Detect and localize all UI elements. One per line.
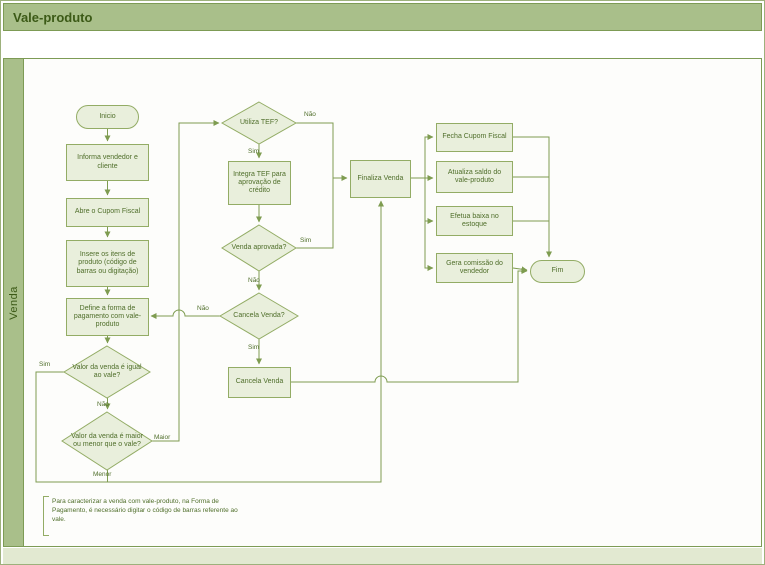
page-title: Vale-produto [13, 9, 93, 25]
node-fecha-cupom: Fecha Cupom Fiscal [436, 123, 513, 152]
edge-label-cancela-nao: Não [197, 305, 209, 312]
node-efetua-baixa: Efetua baixa no estoque [436, 206, 513, 236]
edge-label-cancela-sim: Sim [248, 344, 260, 351]
node-define-pagamento: Define a forma de pagamento com vale-pro… [66, 298, 149, 336]
edge-cancelaq-nao-define [150, 309, 220, 319]
edge-valormaior-maior-utiliza [152, 120, 220, 442]
diagram-title-bar: Vale-produto [3, 3, 762, 31]
edge-aprovada-sim-finaliza [296, 178, 334, 249]
node-valor-maior-label: Valor da venda é maior ou menor que o va… [71, 432, 143, 448]
node-cancela-venda-q-shape [219, 292, 299, 340]
node-atualiza-saldo: Atualiza saldo do vale-produto [436, 161, 513, 193]
node-cancela-venda-q-label: Cancela Venda? [233, 311, 285, 319]
edge-label-menor: Menor [93, 471, 112, 478]
edge-valorigual-sim-finaliza [35, 200, 384, 483]
edge-label-igual-nao: Não [97, 401, 109, 408]
edge-fecha-fim [513, 136, 552, 258]
annotation-bracket [43, 496, 49, 536]
lane-label-strip: Venda [4, 59, 24, 546]
node-finaliza-venda: Finaliza Venda [350, 160, 411, 198]
edge-utiliza-nao-finaliza [296, 122, 348, 181]
edge-cancela-fim [291, 268, 528, 383]
node-informa-vendedor: Informa vendedor e cliente [66, 144, 149, 181]
node-valor-igual-label: Valor da venda é igual ao vale? [72, 363, 142, 379]
node-cancela-venda: Cancela Venda [228, 367, 291, 398]
edge-label-aprovada-sim: Sim [300, 237, 312, 244]
node-valor-maior-shape [61, 411, 153, 471]
node-abre-cupom: Abre o Cupom Fiscal [66, 198, 149, 227]
edge-finaliza-efetua [424, 178, 434, 224]
edge-label-igual-sim: Sim [39, 361, 51, 368]
edge-finaliza-fecha [410, 134, 434, 179]
edge-label-maior: Maior [154, 434, 171, 441]
node-gera-comissao: Gera comissão do vendedor [436, 253, 513, 283]
node-integra-tef: Integra TEF para aprovação de crédito [228, 161, 291, 205]
node-inicio: Inicio [76, 105, 139, 129]
node-venda-aprovada-label: Venda aprovada? [231, 243, 287, 251]
edge-label-utiliza-nao: Não [304, 111, 316, 118]
node-insere-itens: Insere os itens de produto (código de ba… [66, 240, 149, 287]
footer-strip [3, 548, 762, 564]
annotation-text: Para caracterizar a venda com vale-produ… [52, 498, 238, 523]
edge-gera-fim [512, 266, 528, 273]
edge-finaliza-gera [424, 178, 434, 271]
node-valor-igual-shape [63, 345, 151, 399]
edge-label-aprovada-nao: Não [248, 277, 260, 284]
node-fim: Fim [530, 260, 585, 283]
node-utiliza-tef-label: Utiliza TEF? [240, 118, 278, 126]
node-utiliza-tef-shape [220, 101, 298, 145]
node-venda-aprovada-shape [221, 224, 297, 272]
edge-label-utiliza-sim: Sim [248, 148, 260, 155]
